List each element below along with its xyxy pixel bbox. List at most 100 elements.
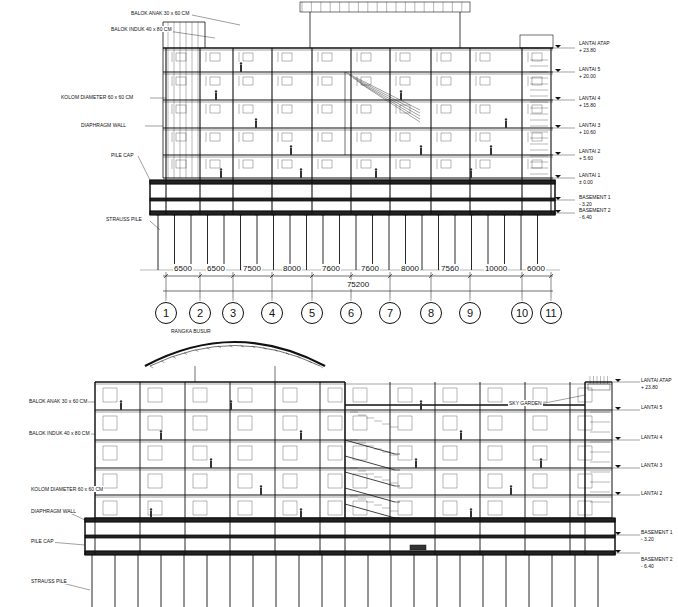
drawing-line [590,422,610,423]
drawing-line [437,555,438,607]
level-marker [555,210,561,213]
human-figure [420,145,422,147]
drawing-line [476,104,477,114]
drawing-line [338,215,342,216]
drawing-line [488,501,502,515]
drawing-line [345,488,395,502]
drawing-line [233,298,234,301]
drawing-line [400,53,410,61]
drawing-line [488,416,502,430]
drawing-line [103,446,117,460]
dimension-text: 7560 [440,264,460,273]
drawing-line [353,78,420,116]
drawing-line [321,215,325,216]
drawing-line [604,376,605,384]
human-figure [505,121,507,128]
human-figure [300,511,302,518]
drawing-line [578,501,592,515]
drawing-line [480,53,490,61]
drawing-line [480,77,490,85]
drawing-line [398,474,412,488]
annotation-label: - 6.40 [578,214,593,220]
annotation-label: LANTAI 2 [640,490,663,496]
drawing-line [396,104,397,114]
drawing-line [366,502,374,503]
drawing-line [222,215,226,216]
drawing-line [350,496,358,497]
drawing-line [453,215,457,216]
drawing-line [95,494,612,495]
drawing-line [437,104,438,114]
annotation-label: - 6.40 [640,563,655,569]
level-marker [615,437,621,440]
drawing-line [353,446,367,460]
drawing-line [210,53,220,61]
drawing-line [578,446,592,460]
drawing-line [357,81,420,119]
drawing-line [163,99,553,100]
drawing-line [476,159,477,169]
drawing-line [351,298,352,301]
drawing-line [430,48,431,215]
drawing-line [198,22,199,178]
drawing-line [530,66,548,67]
drawing-line [205,22,206,48]
drawing-line [377,2,378,12]
drawing-line [168,31,215,38]
grid-number: 2 [197,307,203,319]
drawing-line [339,215,340,270]
drawing-line [530,114,548,115]
level-marker [615,465,621,468]
drawing-line [590,502,610,503]
drawing-line [468,274,472,278]
annotation-label: LANTAI 2 [578,148,601,154]
drawing-line [322,77,332,85]
drawing-line [532,53,542,61]
drawing-line [366,418,374,419]
drawing-line [612,440,640,441]
grid-number: 5 [309,307,315,319]
drawing-line [396,52,397,62]
drawing-line [471,215,472,270]
drawing-line [391,555,392,607]
drawing-line [148,388,162,402]
drawing-line [184,353,187,355]
drawing-line [345,555,346,607]
human-figure [120,400,122,402]
drawing-line [443,474,457,488]
drawing-line [386,2,387,12]
drawing-line [530,60,548,61]
drawing-line [455,215,456,270]
human-figure [510,488,512,495]
drawing-line [441,53,451,61]
drawing-line [480,133,490,141]
annotation-label: BASEMENT 1 [640,529,674,535]
drawing-line [422,215,423,270]
drawing-line [243,160,253,168]
drawing-line [358,2,359,12]
drawing-line [210,77,220,85]
drawing-line [400,160,410,168]
drawing-line [395,518,400,519]
annotation-label: - 3.20 [640,536,655,542]
drawing-line [206,52,207,62]
drawing-line [414,2,415,12]
drawing-line [519,215,523,216]
human-figure [255,121,257,128]
drawing-line [382,508,390,509]
drawing-line [300,2,470,12]
drawing-line [520,274,524,278]
drawing-line [240,215,241,270]
drawing-line [345,382,346,555]
drawing-line [238,446,252,460]
annotation-label: LANTAI 3 [578,122,601,128]
drawing-line [238,474,252,488]
drawing-line [193,501,207,515]
annotation-label: + 10.60 [578,129,597,135]
drawing-line [361,84,420,122]
grid-bubble: 3 [222,302,244,324]
drawing-line [480,160,490,168]
level-marker [555,45,561,48]
annotation-label: BALOK ANAK 30 x 60 CM [28,398,88,404]
drawing-line [395,486,400,487]
